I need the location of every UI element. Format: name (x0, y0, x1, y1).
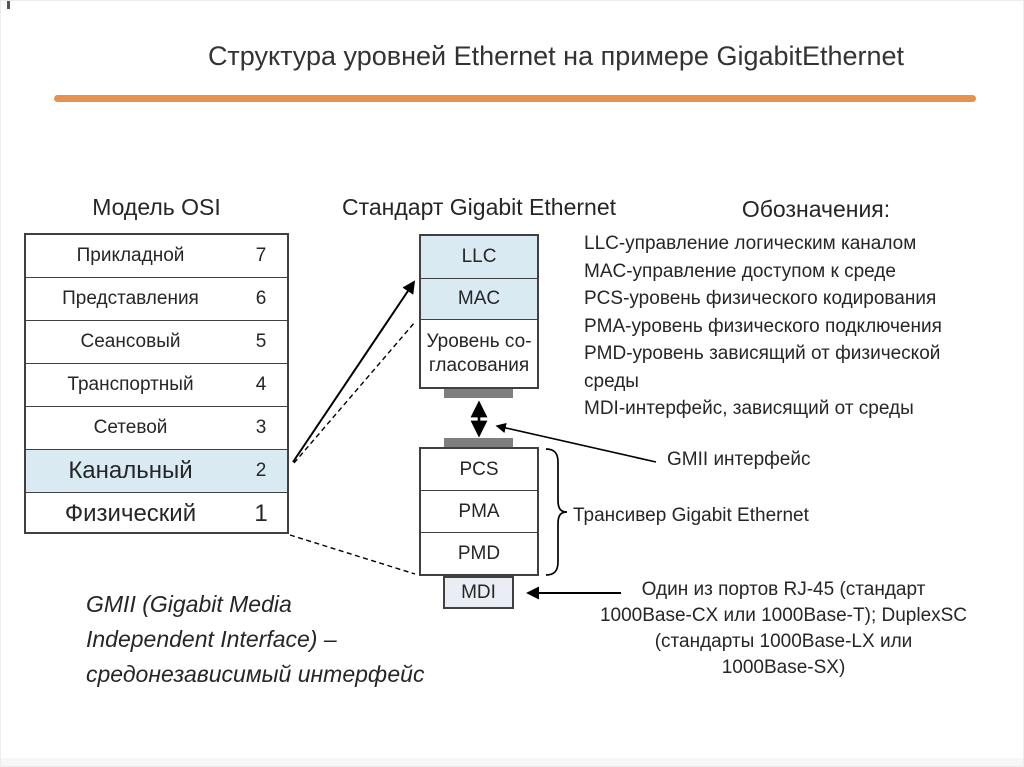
transceiver-label: Трансивер Gigabit Ethernet (573, 505, 809, 526)
legend-line-mdi: MDI-интерфейс, зависящий от среды (584, 398, 914, 419)
mac-box: MAC (421, 279, 537, 320)
osi-layer-number: 2 (255, 460, 267, 481)
legend-list: LLC-управление логическим каналом MAC-уп… (584, 230, 1004, 423)
dashed-datalink-to-reconciliation (293, 321, 416, 464)
corner-mark (7, 1, 10, 9)
gigabit-lower-stack: PCS PMA PMD (419, 447, 539, 576)
legend-line-llc: LLC-управление логическим каналом (584, 233, 917, 254)
osi-model-table: Прикладной 7 Представления 6 Сеансовый 5… (24, 233, 289, 534)
gmii-connector-top (444, 389, 513, 398)
osi-layer-name: Прикладной (76, 245, 185, 266)
bottom-strip (1, 758, 1023, 766)
osi-layer-name: Физический (64, 500, 197, 527)
gmii-interface-label: GMII интерфейс (667, 449, 811, 470)
osi-layer-name: Канальный (68, 457, 193, 484)
transceiver-brace (545, 448, 568, 576)
osi-layer-name: Сетевой (93, 417, 168, 438)
mdi-box: MDI (443, 576, 514, 609)
gigabit-upper-stack: LLC MAC Уровень со- гласования (419, 234, 539, 389)
osi-layer-number: 1 (254, 500, 268, 527)
llc-box: LLC (421, 236, 537, 279)
osi-layer-number: 3 (255, 417, 267, 438)
legend-line-pmd: PMD-уровень зависящий от физической (584, 343, 941, 364)
title-divider (54, 95, 976, 102)
osi-model-header: Модель OSI (92, 194, 221, 220)
legend-line-mac: MAC-управление доступом к среде (584, 260, 896, 282)
osi-row-physical: Физический 1 (26, 493, 287, 535)
osi-row-datalink-highlighted: Канальный 2 (26, 450, 287, 493)
osi-layer-name: Представления (62, 288, 199, 309)
osi-layer-number: 5 (255, 331, 267, 352)
gigabit-standard-header: Стандарт Gigabit Ethernet (341, 194, 616, 220)
pma-box: PMA (421, 491, 537, 533)
osi-row-presentation: Представления 6 (26, 278, 287, 321)
osi-layer-name: Транспортный (67, 374, 194, 395)
gmii-connector-bottom (444, 438, 513, 447)
osi-layer-number: 6 (255, 288, 267, 309)
osi-row-application: Прикладной 7 (26, 235, 287, 278)
legend-line-pmd-wrap: среды (584, 370, 639, 392)
legend-header: Обозначения: (741, 196, 891, 222)
pcs-box: PCS (421, 449, 537, 491)
pmd-box: PMD (421, 533, 537, 574)
osi-layer-number: 4 (255, 374, 267, 395)
legend-line-pma: PMA-уровень физического подключения (584, 315, 942, 337)
osi-row-session: Сеансовый 5 (26, 321, 287, 364)
legend-line-pcs: PCS-уровень физического кодирования (584, 288, 937, 309)
arrow-datalink-to-mac (292, 280, 416, 463)
reconciliation-box: Уровень со- гласования (421, 320, 537, 387)
rj45-port-note: Один из портов RJ-45 (стандарт 1000Base-… (599, 579, 968, 678)
osi-layer-name: Сеансовый (80, 331, 181, 352)
osi-row-transport: Транспортный 4 (26, 364, 287, 407)
osi-row-network: Сетевой 3 (26, 407, 287, 450)
dashed-physical-to-pmd (289, 534, 416, 575)
page-title: Структура уровней Ethernet на примере Gi… (207, 41, 905, 71)
osi-layer-number: 7 (255, 245, 267, 266)
gmii-definition-note: GMII (Gigabit Media Independent Interfac… (86, 591, 425, 687)
